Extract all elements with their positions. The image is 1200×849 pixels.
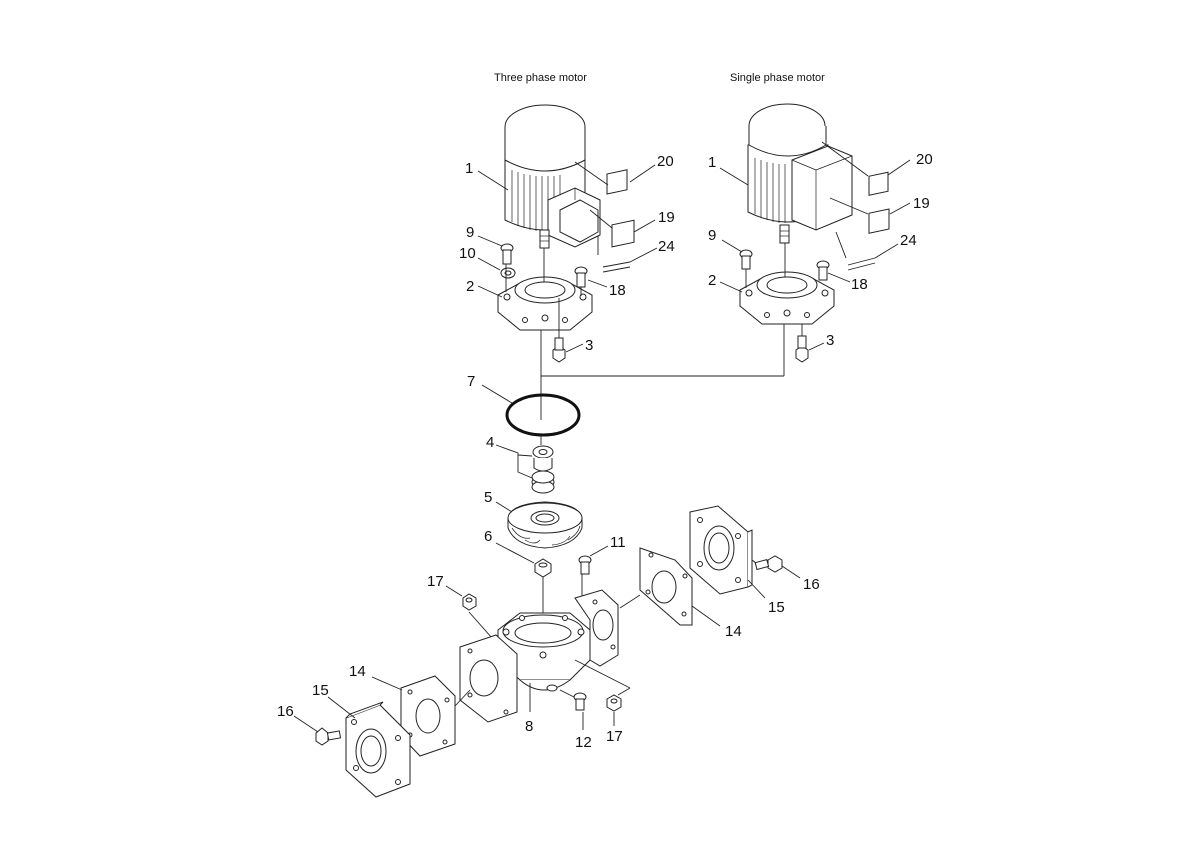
label-11: 11 xyxy=(610,534,626,551)
single-bolt-18 xyxy=(816,260,830,281)
single-bolt-3 xyxy=(795,335,809,363)
single-phase-motor xyxy=(747,103,853,244)
three-washer-10 xyxy=(500,267,516,279)
label-three-10: 10 xyxy=(459,245,476,262)
label-12: 12 xyxy=(575,734,592,751)
label-4: 4 xyxy=(486,434,494,451)
single-bolt-9 xyxy=(739,249,753,270)
screw-16-right xyxy=(754,555,783,573)
label-single-19: 19 xyxy=(913,195,930,212)
label-16-left: 16 xyxy=(277,703,294,720)
single-phase-motor-title: Single phase motor xyxy=(730,72,825,84)
label-three-20: 20 xyxy=(657,153,674,170)
label-three-9: 9 xyxy=(466,224,474,241)
label-7: 7 xyxy=(467,373,475,390)
label-14-left: 14 xyxy=(349,663,366,680)
callout-labels: 1 20 19 9 24 10 18 2 3 1 20 19 9 24 2 18… xyxy=(277,151,933,751)
label-17-top: 17 xyxy=(427,573,444,590)
single-phase-motor-assembly xyxy=(541,103,911,377)
three-adapter-flange-2 xyxy=(497,276,593,331)
single-strip-24 xyxy=(847,257,876,266)
nut-17-top xyxy=(462,593,477,611)
label-single-18: 18 xyxy=(851,276,868,293)
union-connector-15-left xyxy=(345,701,411,798)
shaft-seal-4 xyxy=(531,445,555,494)
label-single-24: 24 xyxy=(900,232,917,249)
nut-6 xyxy=(534,558,552,578)
label-17-bottom: 17 xyxy=(606,728,623,745)
drain-plug-12 xyxy=(573,692,587,711)
label-15-right: 15 xyxy=(768,599,785,616)
single-label-plate-20 xyxy=(868,171,889,196)
label-three-2: 2 xyxy=(466,278,474,295)
three-bolt-3 xyxy=(552,337,566,363)
label-three-3: 3 xyxy=(585,337,593,354)
label-16-right: 16 xyxy=(803,576,820,593)
three-bolt-9 xyxy=(500,243,514,265)
single-label-plate-19 xyxy=(868,208,890,234)
vent-screw-11 xyxy=(578,555,592,575)
label-plate-20 xyxy=(606,169,628,195)
three-phase-motor-title: Three phase motor xyxy=(494,72,587,84)
o-ring-7 xyxy=(505,393,581,437)
single-adapter-flange-2 xyxy=(739,271,835,325)
impeller-5 xyxy=(507,501,583,549)
gasket-14-right xyxy=(639,547,693,626)
strip-24 xyxy=(602,261,631,268)
label-8: 8 xyxy=(525,718,533,735)
label-14-right: 14 xyxy=(725,623,742,640)
label-6: 6 xyxy=(484,528,492,545)
three-phase-motor-assembly xyxy=(477,104,658,395)
nut-17-bottom xyxy=(606,694,622,712)
pump-housing-8 xyxy=(459,589,619,723)
three-phase-motor xyxy=(504,104,601,249)
label-single-1: 1 xyxy=(708,154,716,171)
label-three-24: 24 xyxy=(658,238,675,255)
label-plate-19 xyxy=(611,219,635,248)
label-single-9: 9 xyxy=(708,227,716,244)
label-three-18: 18 xyxy=(609,282,626,299)
screw-16-left xyxy=(315,727,342,746)
label-single-3: 3 xyxy=(826,332,834,349)
label-three-1: 1 xyxy=(465,160,473,177)
label-5: 5 xyxy=(484,489,492,506)
label-15-left: 15 xyxy=(312,682,329,699)
label-three-19: 19 xyxy=(658,209,675,226)
label-single-20: 20 xyxy=(916,151,933,168)
union-connector-15-right xyxy=(689,505,753,595)
label-single-2: 2 xyxy=(708,272,716,289)
three-bolt-18 xyxy=(574,266,588,288)
